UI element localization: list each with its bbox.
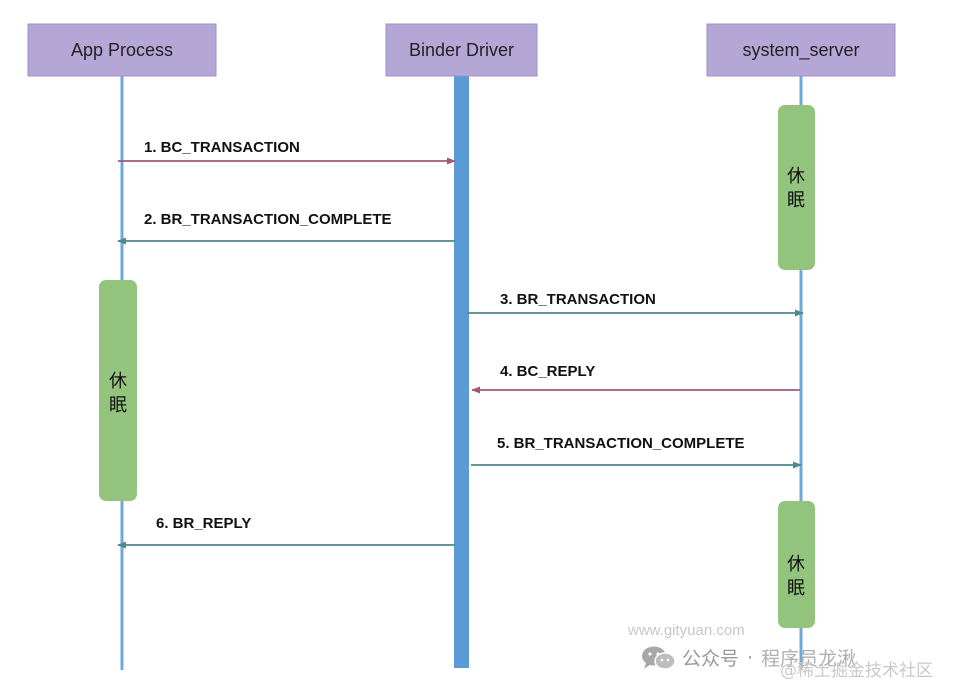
header-system-server: system_server bbox=[707, 24, 895, 76]
wechat-icon bbox=[640, 645, 676, 671]
header-box-binder bbox=[385, 23, 538, 77]
brand-platform: 公众号 bbox=[682, 648, 740, 670]
header-label: App Process bbox=[70, 39, 174, 60]
sleep-block-server-2 bbox=[778, 501, 815, 628]
brand-account: 程序员龙湫 bbox=[761, 648, 857, 670]
sleep-label-app: 休 眠 bbox=[109, 371, 127, 416]
binder-activation-bar bbox=[454, 76, 469, 668]
message-label-3: 3. BR_TRANSACTION bbox=[500, 291, 656, 308]
header-box-app bbox=[27, 23, 217, 77]
message-label-4: 4. BC_REPLY bbox=[500, 363, 596, 380]
brand-overlay: @稀土掘金技术社区 bbox=[780, 661, 933, 681]
header-binder-driver: Binder Driver bbox=[386, 24, 537, 76]
branding: 公众号 · 程序员龙湫 @稀土掘金技术社区 bbox=[640, 644, 933, 681]
message-label-5: 5. BR_TRANSACTION_COMPLETE bbox=[497, 435, 745, 452]
header-app-process: App Process bbox=[28, 24, 216, 76]
sleep-block-app bbox=[99, 280, 137, 501]
sleep-label-server-2: 休 眠 bbox=[787, 554, 805, 599]
header-label: system_server bbox=[742, 39, 860, 60]
header-label: Binder Driver bbox=[408, 39, 515, 60]
message-label-1: 1. BC_TRANSACTION bbox=[144, 139, 300, 156]
message-label-2: 2. BR_TRANSACTION_COMPLETE bbox=[144, 211, 392, 228]
sleep-label-server-1: 休 眠 bbox=[787, 166, 805, 211]
watermark-url: www.gityuan.com bbox=[628, 622, 745, 639]
sleep-block-server-1 bbox=[778, 105, 815, 270]
header-box-server bbox=[706, 23, 896, 77]
message-label-6: 6. BR_REPLY bbox=[156, 515, 252, 532]
brand-separator: · bbox=[747, 646, 754, 669]
